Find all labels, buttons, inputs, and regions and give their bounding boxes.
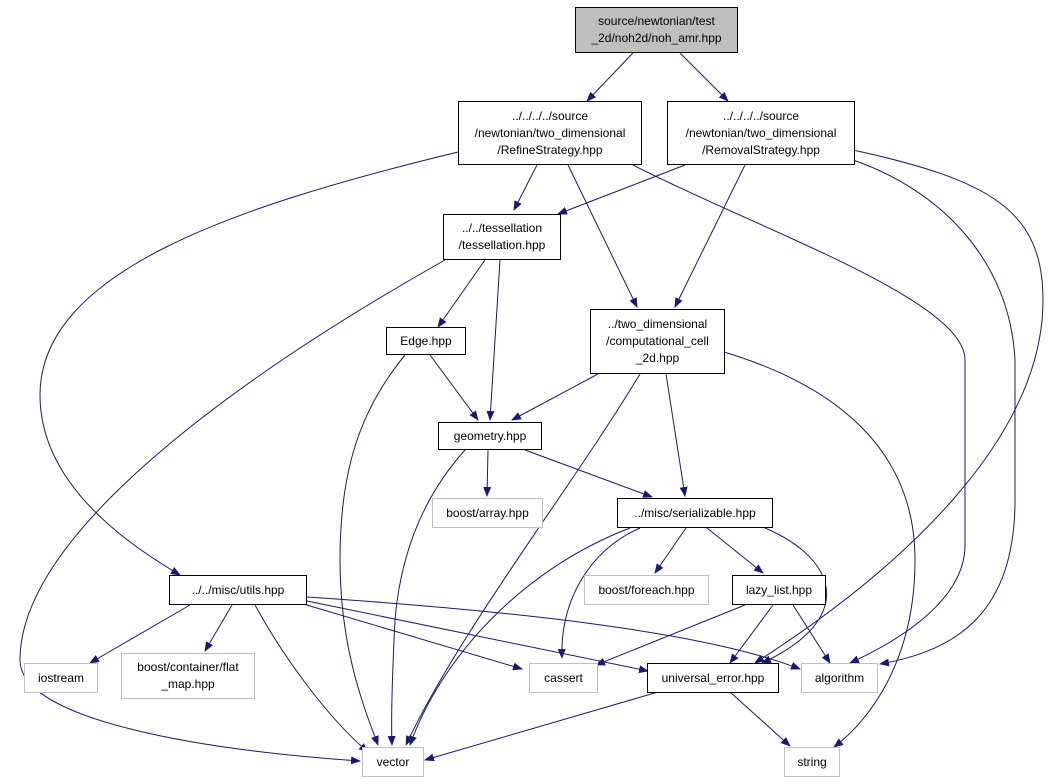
node-flat-map-line-2: _map.hpp <box>161 677 215 691</box>
edge-tess-vector <box>19 259 446 765</box>
node-vector-line-1: vector <box>376 754 410 769</box>
edge-utils-cassert <box>299 602 523 671</box>
node-noh-amr-line-2: _2d/noh2d/noh_amr.hpp <box>591 31 722 45</box>
edge-removal-compcell <box>674 164 746 308</box>
node-lazy-list-line-1: lazy_list.hpp <box>745 582 813 597</box>
edge-geometry-serial <box>524 449 653 498</box>
edge-removal-tess <box>557 164 686 215</box>
node-computational-cell-line-2: /computational_cell <box>606 334 709 348</box>
node-refine-strategy-line-2: /newtonian/two_dimensional <box>474 125 626 140</box>
edge-compcell-vector <box>405 373 641 746</box>
node-tessellation-line-2: /tessellation.hpp <box>458 238 546 252</box>
edge-utils-algorithm <box>306 596 801 670</box>
node-removal-strategy[interactable]: ../../../../source /newtonian/two_dimens… <box>667 101 855 165</box>
node-flat-map: boost/container/flat _map.hpp <box>121 653 255 699</box>
node-edge[interactable]: Edge.hpp <box>386 327 466 355</box>
edge-serial-lazy <box>706 527 764 574</box>
edge-uerror-string <box>729 691 791 747</box>
edge-lazy-algorithm <box>792 604 831 664</box>
node-computational-cell[interactable]: ../two_dimensional /computational_cell _… <box>590 309 725 374</box>
edge-tess-edge <box>437 259 486 328</box>
edge-serial-cassert <box>557 527 641 659</box>
edge-edge-vector <box>339 354 406 746</box>
edge-uerror-vector <box>424 691 659 762</box>
node-universal-error[interactable]: universal_error.hpp <box>647 663 779 693</box>
node-boost-array-line-1: boost/array.hpp <box>446 505 529 520</box>
node-boost-foreach: boost/foreach.hpp <box>584 575 709 605</box>
edge-lazy-cassert <box>595 604 746 666</box>
node-boost-array: boost/array.hpp <box>432 498 543 528</box>
node-universal-error-line-1: universal_error.hpp <box>661 670 765 685</box>
node-boost-foreach-line-1: boost/foreach.hpp <box>598 582 695 597</box>
edge-removal-uerror <box>754 149 1044 664</box>
node-string: string <box>784 747 840 777</box>
node-iostream-line-1: iostream <box>37 670 84 685</box>
node-removal-strategy-line-3: /RemovalStrategy.hpp <box>702 142 820 157</box>
node-removal-strategy-line-2: /newtonian/two_dimensional <box>685 125 837 140</box>
edge-compcell-serial <box>665 373 688 497</box>
edge-compcell-geometry <box>511 373 599 421</box>
edge-serial-uerror <box>761 527 827 664</box>
node-iostream: iostream <box>24 663 98 693</box>
edge-geometry-boostarray <box>483 449 492 497</box>
node-vector: vector <box>362 747 424 777</box>
node-flat-map-line-1: boost/container/flat <box>137 660 239 674</box>
edge-compcell-string <box>723 351 916 748</box>
edge-serial-foreach <box>654 527 687 574</box>
node-edge-line-1: Edge.hpp <box>400 333 452 348</box>
node-tessellation-line-1: ../../tessellation <box>461 221 543 235</box>
node-cassert-line-1: cassert <box>544 670 583 685</box>
edge-refine-compcell <box>567 164 638 308</box>
node-noh-amr-line-1: source/newtonian/test <box>598 14 715 28</box>
edge-refine-algorithm <box>632 164 966 664</box>
node-serializable[interactable]: ../misc/serializable.hpp <box>617 498 773 528</box>
edge-root-refine <box>586 52 634 102</box>
node-noh-amr[interactable]: source/newtonian/test _2d/noh2d/noh_amr.… <box>575 7 738 53</box>
edge-refine-utils <box>39 151 459 576</box>
node-refine-strategy-line-1: ../../../../source <box>511 108 589 123</box>
edge-utils-iostream <box>89 604 191 664</box>
edge-utils-flatmap <box>204 604 233 652</box>
edge-root-removal <box>679 52 729 102</box>
edge-utils-vector <box>254 604 369 753</box>
node-geometry[interactable]: geometry.hpp <box>438 422 542 450</box>
node-algorithm-line-1: algorithm <box>814 670 865 685</box>
node-geometry-line-1: geometry.hpp <box>453 428 527 443</box>
node-refine-strategy[interactable]: ../../../../source /newtonian/two_dimens… <box>458 101 642 165</box>
node-serializable-line-1: ../misc/serializable.hpp <box>634 505 756 520</box>
node-utils-line-1: ../../misc/utils.hpp <box>191 582 285 597</box>
node-string-line-1: string <box>797 754 827 769</box>
node-utils[interactable]: ../../misc/utils.hpp <box>169 575 307 605</box>
edge-geometry-vector <box>387 449 466 746</box>
node-cassert: cassert <box>529 663 598 693</box>
edge-utils-uerror <box>306 600 649 674</box>
edge-serial-vector <box>409 527 631 746</box>
edge-lazy-uerror <box>729 604 774 664</box>
edge-removal-algorithm <box>852 159 1016 667</box>
node-computational-cell-line-3: _2d.hpp <box>635 351 680 365</box>
node-computational-cell-line-1: ../two_dimensional <box>607 317 708 331</box>
edge-tess-geometry <box>486 259 501 421</box>
edge-refine-tess <box>513 164 538 211</box>
node-lazy-list[interactable]: lazy_list.hpp <box>732 575 826 605</box>
edge-edge-geometry <box>429 354 479 421</box>
node-algorithm: algorithm <box>801 663 878 693</box>
node-removal-strategy-line-1: ../../../../source <box>722 108 800 123</box>
node-tessellation[interactable]: ../../tessellation /tessellation.hpp <box>443 214 561 260</box>
node-refine-strategy-line-3: /RefineStrategy.hpp <box>497 142 603 157</box>
